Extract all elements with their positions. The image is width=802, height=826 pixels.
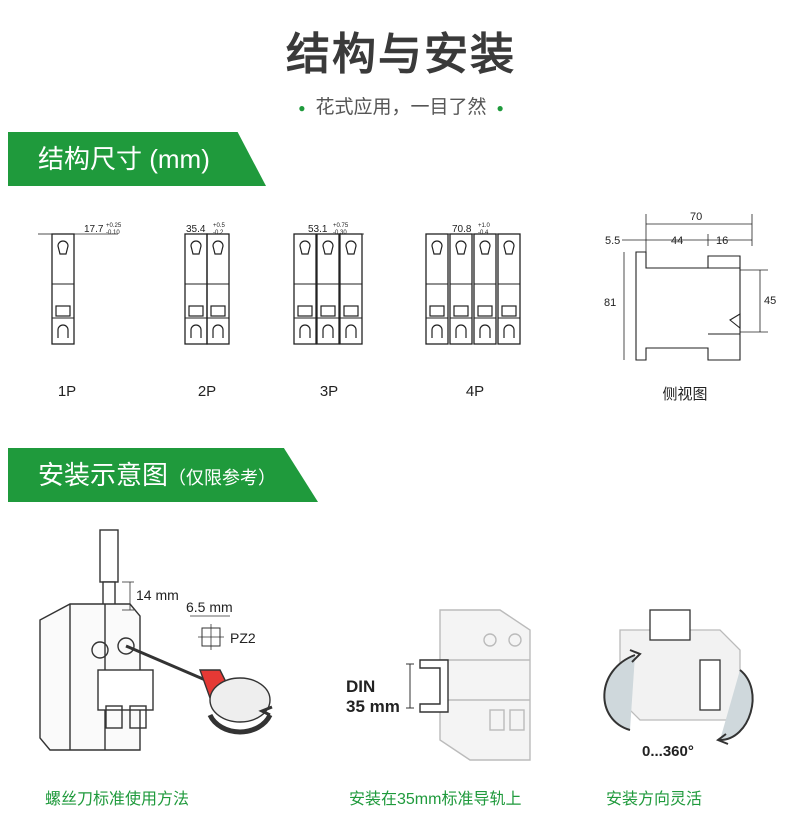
din-rail-illustration: DIN 35 mm	[346, 609, 531, 761]
pole-4p-width: 70.8	[452, 224, 472, 235]
pole-3p-tol-plus: +0.75	[333, 223, 349, 229]
pole-4p-drawing	[425, 233, 521, 345]
pole-label-2p: 2P	[197, 383, 217, 400]
page-title: 结构与安装	[286, 30, 516, 79]
side-dim-rail: 45	[764, 295, 776, 307]
pole-2p-drawing	[184, 233, 230, 345]
subtitle-text: 花式应用，一目了然	[315, 97, 487, 118]
side-view-label: 侧视图	[662, 386, 708, 403]
pole-3p-tol-minus: -0.30	[333, 230, 347, 236]
pole-1p-tol-plus: +0.25	[106, 223, 122, 229]
pole-3p-width: 53.1	[308, 224, 328, 235]
pole-2p-tol-minus: -0.2	[213, 230, 224, 236]
pole-1p-width: 17.7	[84, 224, 104, 235]
dimensions-heading: 结构尺寸 (mm)	[38, 144, 210, 174]
rotation-range-label: 0...360°	[642, 743, 694, 760]
page-subtitle: ● 花式应用，一目了然 ●	[0, 92, 802, 119]
pole-1p-drawing	[38, 233, 118, 345]
installation-section-banner: 安装示意图（仅限参考）	[8, 448, 318, 502]
rotation-illustration: 0...360°	[603, 609, 754, 760]
bit-type-label: PZ2	[230, 630, 256, 646]
pole-label-3p: 3P	[319, 383, 339, 400]
pole-2p-width: 35.4	[186, 224, 206, 235]
bullet-dot-icon: ●	[496, 100, 504, 115]
pole-label-4p: 4P	[465, 383, 485, 400]
strip-length-label: 14 mm	[136, 587, 179, 603]
pole-4p-tol-minus: -0.4	[478, 230, 489, 236]
dimension-drawings: 17.7 +0.25 -0.10 35.4 +0.5 -0.2 53.1 +0.…	[38, 211, 776, 361]
rail-width-label: 35 mm	[346, 697, 400, 716]
pole-3p-drawing	[293, 233, 364, 345]
pole-1p-tol-minus: -0.10	[106, 230, 120, 236]
bullet-dot-icon: ●	[298, 100, 306, 115]
side-dim-mid: 44	[671, 235, 683, 247]
screwdriver-illustration: 14 mm 6.5 mm PZ2	[39, 529, 273, 751]
bit-size-label: 6.5 mm	[186, 599, 233, 615]
pole-2p-tol-plus: +0.5	[213, 223, 226, 229]
side-dim-left: 5.5	[605, 235, 620, 247]
side-dim-total: 70	[690, 211, 702, 223]
installation-heading: 安装示意图	[38, 460, 169, 490]
pole-4p-tol-plus: +1.0	[478, 223, 491, 229]
side-dim-height: 81	[604, 297, 616, 309]
side-dim-right: 16	[716, 235, 728, 247]
dimensions-section-banner: 结构尺寸 (mm)	[8, 132, 266, 186]
side-view-drawing	[622, 214, 768, 361]
din-label: DIN	[346, 677, 375, 696]
installation-heading-note: （仅限参考）	[168, 468, 277, 488]
rotation-caption: 安装方向灵活	[606, 791, 703, 808]
screwdriver-caption: 螺丝刀标准使用方法	[45, 791, 190, 808]
pole-label-1p: 1P	[57, 383, 77, 400]
din-rail-caption: 安装在35mm标准导轨上	[349, 791, 522, 808]
